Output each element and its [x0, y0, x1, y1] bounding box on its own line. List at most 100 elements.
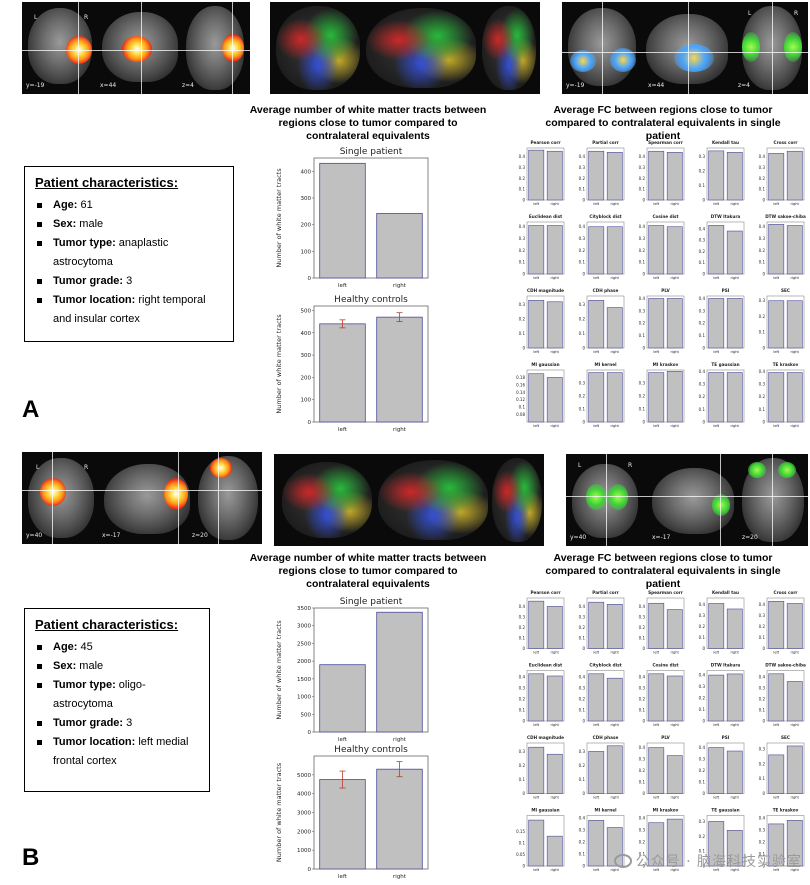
y-tick-label: 0: [762, 864, 765, 869]
bar: [588, 751, 605, 794]
y-tick-label: 0.1: [579, 407, 586, 412]
bar: [588, 372, 605, 423]
bar: [648, 673, 665, 722]
y-tick-label: 0.1: [639, 851, 646, 856]
tumor-blob: [40, 478, 66, 506]
bar: [648, 225, 665, 275]
y-tick-label: 0.4: [639, 815, 646, 820]
x-tick-label: right: [551, 350, 560, 354]
x-tick-label: left: [653, 276, 659, 280]
image-label: y=-19: [26, 82, 45, 89]
plot-frame: [586, 742, 625, 794]
x-tick-label: right: [671, 651, 680, 655]
subplot-title: Pearson corr: [530, 590, 561, 595]
subplot-title: SEC: [781, 288, 790, 293]
y-tick-label: 0: [522, 346, 525, 351]
dti-axial: [482, 6, 536, 90]
x-tick-label: left: [533, 723, 539, 727]
region-blob: [608, 484, 628, 510]
x-tick-label: right: [791, 424, 800, 428]
y-tick-label: 0.1: [519, 187, 526, 192]
y-tick-label: 0.1: [699, 260, 706, 265]
tumor-blob: [210, 458, 232, 478]
plot-frame: [646, 221, 685, 275]
y-tick-label: 0.3: [579, 302, 586, 307]
plot-frame: [706, 147, 745, 201]
plot-frame: [586, 295, 625, 349]
region-blob: [778, 462, 796, 478]
subplot-title: Cosine dist: [652, 214, 678, 219]
y-tick-label: 0.2: [699, 321, 706, 326]
x-tick-label: right: [731, 424, 740, 428]
subplot-title: CDH magnitude: [527, 735, 564, 740]
plot-frame: [526, 670, 565, 722]
x-tick-label: right: [731, 276, 740, 280]
image-label: y=40: [26, 532, 43, 539]
dti-axial: [492, 458, 542, 542]
y-tick-label: 0: [702, 272, 705, 277]
y-tick-label: 0.2: [639, 697, 646, 702]
y-tick-label: 200: [301, 375, 312, 381]
x-tick-label: right: [611, 276, 620, 280]
y-tick-label: 0.4: [579, 815, 586, 820]
x-tick-label: left: [653, 796, 659, 800]
x-tick-label: right: [551, 868, 560, 872]
subplot-title: MI kraskov: [653, 808, 679, 813]
x-tick-label: left: [713, 796, 719, 800]
x-tick-label: right: [731, 723, 740, 727]
subplot-title: Cross corr: [774, 590, 799, 595]
y-tick-label: 0.3: [699, 238, 706, 243]
y-tick-label: 0.3: [579, 614, 586, 619]
plot-frame: [646, 369, 685, 423]
x-tick-label: right: [393, 737, 407, 743]
crosshair: [22, 490, 262, 491]
plot-frame: [586, 147, 625, 201]
y-tick-label: 0.1: [579, 777, 586, 782]
image-label: L: [748, 10, 752, 17]
plot-frame: [766, 670, 805, 722]
x-tick-label: right: [791, 202, 800, 206]
y-tick-label: 0.1: [699, 407, 706, 412]
y-tick-label: 0.2: [759, 314, 766, 319]
bar: [546, 225, 563, 275]
x-tick-label: right: [671, 723, 680, 727]
y-tick-label: 0: [522, 791, 525, 796]
y-tick-label: 0.4: [699, 673, 706, 678]
y-tick-label: 0: [702, 791, 705, 796]
bar: [606, 152, 623, 201]
y-tick-label: 0.4: [519, 604, 526, 609]
patient-characteristics-list: Age: 61 Sex: male Tumor type: anaplastic…: [35, 196, 223, 329]
crosshair: [720, 454, 721, 546]
x-tick-label: left: [533, 868, 539, 872]
plot-frame: [313, 305, 429, 423]
y-tick-label: 0.4: [699, 745, 706, 750]
crosshair: [218, 452, 219, 544]
y-tick-label: 0.3: [639, 165, 646, 170]
bar: [708, 674, 725, 722]
image-label: L: [578, 462, 582, 469]
x-tick-label: right: [731, 868, 740, 872]
x-tick-label: left: [713, 651, 719, 655]
patient-sex: Sex: male: [35, 657, 199, 676]
x-tick-label: left: [338, 283, 348, 289]
y-tick-label: 0.14: [516, 390, 525, 395]
plot-frame: [526, 597, 565, 649]
y-tick-label: 0: [642, 864, 645, 869]
fc-heading: Average FC between regions close to tumo…: [545, 552, 781, 590]
x-tick-label: right: [611, 723, 620, 727]
bar: [588, 601, 605, 649]
y-tick-label: 0.4: [759, 154, 766, 159]
y-tick-label: 0: [762, 791, 765, 796]
y-tick-label: 0.2: [639, 839, 646, 844]
region-blob: [742, 32, 760, 62]
y-tick-label: 0.4: [639, 154, 646, 159]
bar: [726, 230, 743, 275]
y-tick-label: 0.12: [516, 397, 525, 402]
y-tick-label: 300: [301, 353, 312, 359]
bar: [708, 747, 725, 794]
patient-tumor-grade: Tumor grade: 3: [35, 714, 199, 733]
x-tick-label: right: [671, 868, 680, 872]
y-tick-label: 0.1: [699, 635, 706, 640]
y-tick-label: 0.1: [699, 780, 706, 785]
